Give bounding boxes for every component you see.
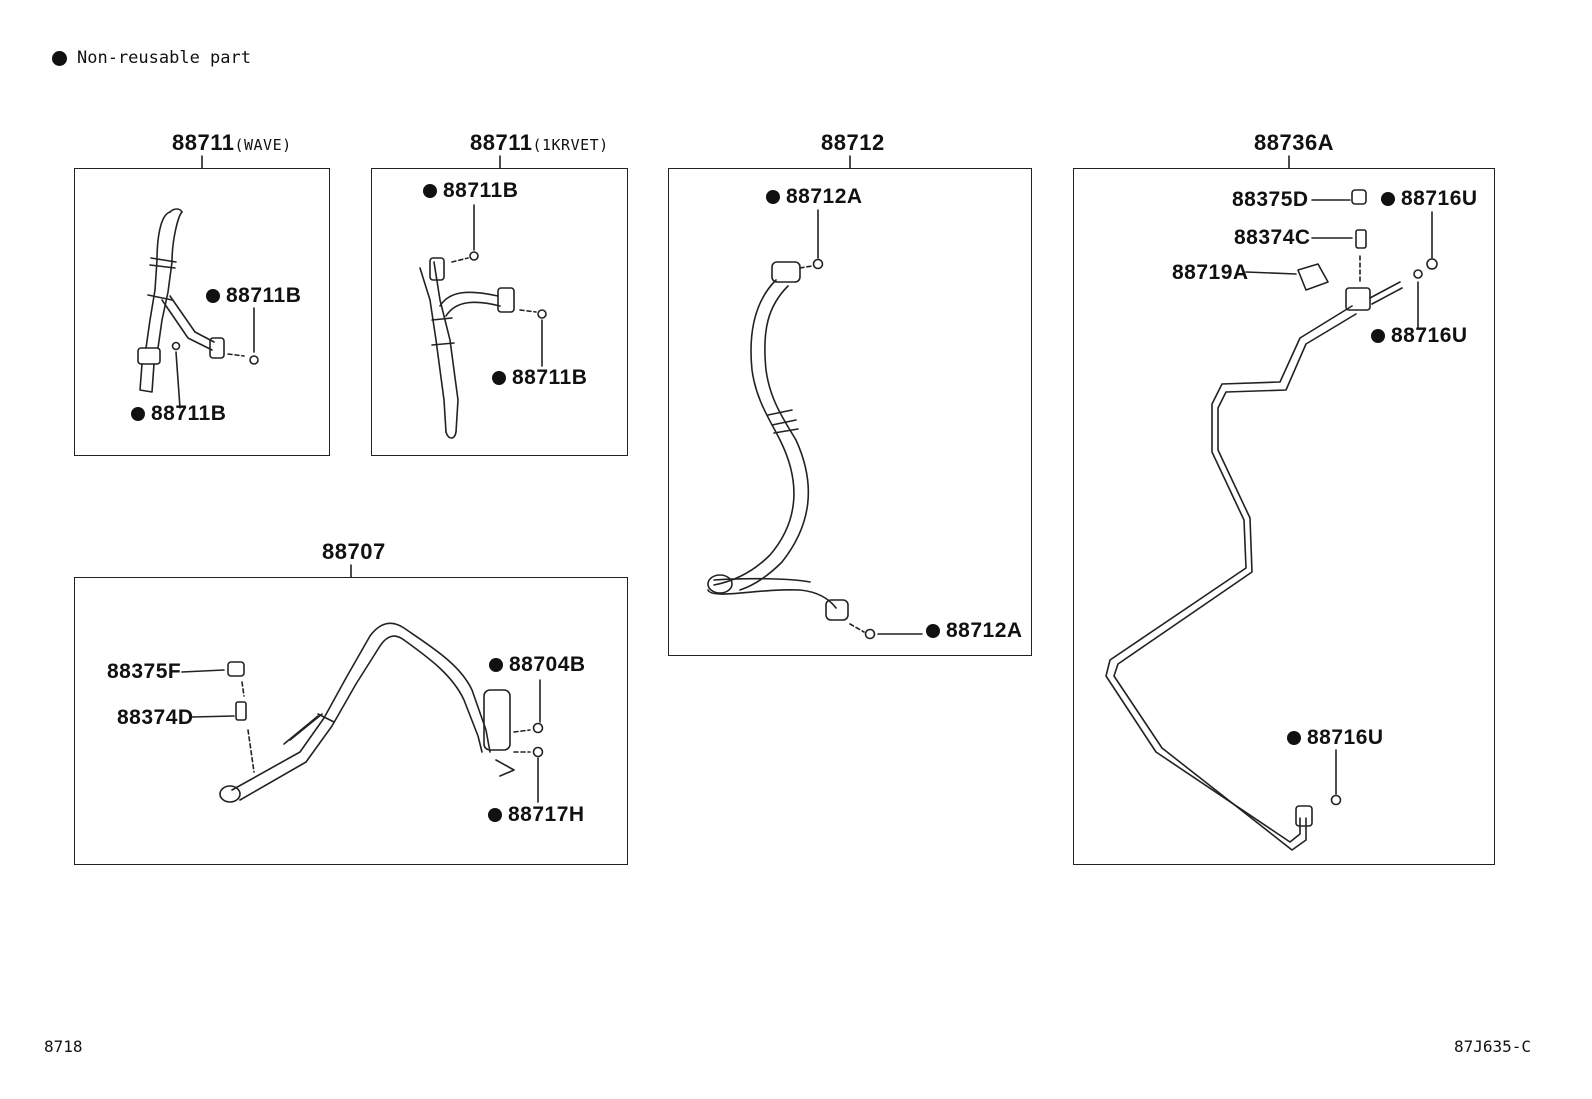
group-title-88707: 88707	[322, 539, 386, 564]
hose-88712-drawing	[707, 209, 923, 640]
non-reusable-dot-icon	[52, 50, 67, 66]
footer-left-code: 8718	[44, 1037, 83, 1056]
part-label-88716u: 88716U	[1287, 726, 1384, 750]
part-label-88711b: 88711B	[206, 284, 301, 308]
footer-right-code: 87J635-C	[1454, 1037, 1532, 1056]
part-label-88719a: 88719A	[1172, 261, 1249, 284]
part-label-88704b: 88704B	[489, 653, 586, 677]
group-box-88736a	[1073, 168, 1495, 865]
non-reusable-dot-icon	[492, 371, 506, 385]
non-reusable-dot-icon	[206, 289, 220, 303]
non-reusable-dot-icon	[926, 624, 940, 638]
legend-text: Non-reusable part	[77, 48, 251, 68]
title-leaders	[201, 155, 1290, 578]
part-label-88711b: 88711B	[423, 179, 518, 203]
non-reusable-dot-icon	[1287, 731, 1301, 745]
non-reusable-dot-icon	[1371, 329, 1385, 343]
part-label-88711b: 88711B	[131, 402, 226, 426]
part-label-88374d: 88374D	[117, 706, 194, 729]
legend: Non-reusable part	[52, 48, 251, 68]
non-reusable-dot-icon	[488, 808, 502, 822]
non-reusable-dot-icon	[423, 184, 437, 198]
non-reusable-dot-icon	[1381, 192, 1395, 206]
part-label-88716u: 88716U	[1371, 324, 1468, 348]
hose-88711-1krvet-drawing	[419, 204, 547, 439]
part-label-88716u: 88716U	[1381, 187, 1478, 211]
part-label-88374c: 88374C	[1234, 226, 1311, 249]
part-label-88375d: 88375D	[1232, 188, 1309, 211]
tube-88736a-drawing	[1105, 189, 1438, 851]
part-label-88712a: 88712A	[766, 185, 863, 209]
part-label-88711b: 88711B	[492, 366, 587, 390]
part-label-88375f: 88375F	[107, 660, 182, 683]
hose-88707-drawing	[181, 622, 544, 803]
non-reusable-dot-icon	[131, 407, 145, 421]
non-reusable-dot-icon	[489, 658, 503, 672]
hose-88711-wave-drawing	[137, 208, 259, 409]
group-title-88711-wave: 88711(WAVE)	[172, 130, 292, 155]
group-title-88711-1krvet: 88711(1KRVET)	[470, 130, 609, 155]
group-title-88736a: 88736A	[1254, 130, 1335, 155]
part-label-88712a: 88712A	[926, 619, 1023, 643]
part-label-88717h: 88717H	[488, 803, 585, 827]
group-title-88712: 88712	[821, 130, 885, 155]
non-reusable-dot-icon	[766, 190, 780, 204]
